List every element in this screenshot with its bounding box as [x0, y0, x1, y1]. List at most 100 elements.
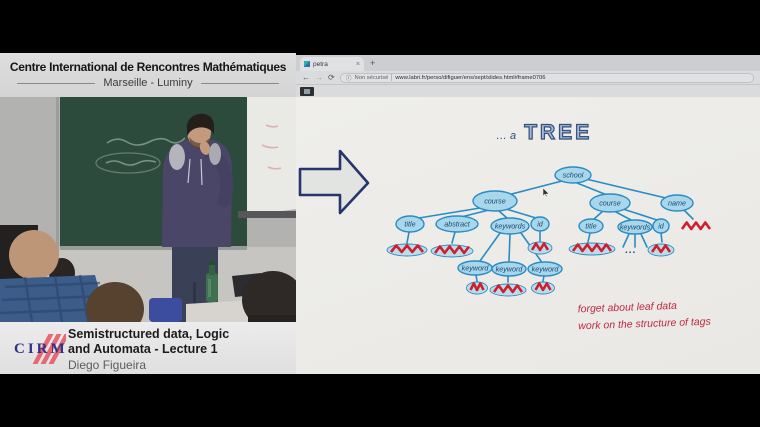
lecture-title-line2: and Automata - Lecture 1 — [68, 342, 218, 356]
cirm-logo: CIRM — [14, 334, 66, 364]
slide-title-word: TREE — [524, 120, 593, 144]
tree-edge — [475, 274, 478, 282]
tree-edge — [622, 233, 630, 248]
tree-node-keyword — [527, 261, 563, 277]
tree-node-keywords — [617, 219, 653, 235]
tree-node-id — [530, 216, 550, 232]
leaf-data-scribble — [530, 242, 550, 252]
tab-title: petra — [313, 60, 328, 68]
hood-drawstrings — [187, 158, 203, 186]
tree-edge — [683, 209, 694, 220]
classroom-scene — [0, 97, 296, 322]
chalk-circle — [95, 152, 161, 174]
tree-node-id — [652, 218, 670, 234]
tree-node-label: school — [563, 171, 584, 180]
new-tab-button[interactable]: + — [370, 58, 376, 68]
audience-right-shoulder — [248, 315, 296, 322]
projected-slide-smudge — [261, 124, 282, 170]
cirm-header-band: Centre International de Rencontres Mathé… — [0, 53, 296, 97]
tree-edge — [508, 233, 511, 262]
water-bottle — [206, 261, 218, 302]
institution-subtitle: Marseille - Luminy — [103, 77, 193, 89]
extension-icon[interactable] — [300, 86, 314, 96]
address-separator — [391, 74, 393, 81]
leaf-data-scribble — [571, 243, 613, 253]
tree-node-abstract — [435, 215, 479, 233]
tree-node-label: keyword — [462, 264, 490, 273]
audience — [0, 225, 296, 322]
address-bar[interactable]: ⓘ Non sécurisé www.labri.fr/perso/difigu… — [339, 72, 754, 83]
forward-button[interactable]: → — [315, 72, 323, 82]
tree-node-label: abstract — [444, 220, 471, 229]
tree-node-label: name — [668, 199, 686, 208]
tree-edge — [615, 211, 632, 221]
tree-node-label: keywords — [495, 222, 526, 231]
institution-subtitle-row: Marseille - Luminy — [0, 77, 296, 89]
security-label: Non sécurisé — [354, 74, 389, 81]
lecturer-hair — [186, 113, 214, 137]
red-annotation: forget about leaf data work on the struc… — [577, 297, 711, 336]
tree-node-label: course — [484, 197, 506, 206]
tree-node-label: id — [658, 222, 665, 231]
lecture-speaker: Diego Figueira — [68, 358, 147, 372]
leaf-data-scribble — [469, 282, 485, 292]
browser-window: petra × + ← → ⟳ ⓘ Non sécurisé www.labri… — [296, 55, 760, 374]
hood-lining-left — [169, 144, 185, 170]
tree-node-label: id — [537, 220, 544, 229]
tab-close-icon[interactable]: × — [355, 60, 360, 68]
tree-edge — [479, 232, 501, 262]
chalk-scribble-url — [106, 137, 186, 146]
lecturer-hand — [199, 141, 211, 155]
mouse-cursor-icon — [542, 188, 550, 198]
browser-toolbar-row — [296, 85, 760, 97]
wall-corner — [56, 97, 59, 252]
tree-edge — [640, 233, 648, 248]
lecture-meta: Semistructured data, Logic and Automata … — [68, 327, 229, 372]
hood-lining-right — [209, 143, 221, 165]
tree-edge — [576, 182, 608, 196]
browser-tabstrip: petra × + — [296, 55, 760, 71]
slide-title-prefix: … a — [496, 130, 517, 142]
tree-edge — [406, 231, 410, 244]
top-letterbox-bar — [0, 0, 760, 53]
tree-node-label: keyword — [496, 265, 524, 274]
tree-edge — [622, 208, 658, 221]
subtitle-rule-left — [17, 82, 96, 84]
lecture-info-band: CIRM Semistructured data, Logic and Auto… — [0, 322, 296, 374]
browser-navbar: ← → ⟳ ⓘ Non sécurisé www.labri.fr/perso/… — [296, 71, 760, 85]
reload-button[interactable]: ⟳ — [328, 72, 335, 82]
tree-node-title — [395, 215, 425, 233]
leaf-data-scribble — [680, 221, 712, 231]
tree-edge — [587, 232, 591, 243]
tree-node-name — [660, 194, 694, 212]
tree-node-label: keywords — [620, 223, 651, 232]
leaf-data-scribble — [389, 244, 425, 254]
leaf-data-scribble — [650, 244, 672, 254]
tab-favicon-icon — [304, 61, 310, 67]
leaf-data-scribble — [534, 282, 552, 292]
back-button[interactable]: ← — [302, 72, 310, 82]
transition-arrow-icon — [298, 149, 370, 215]
leaf-data-scribble — [433, 245, 471, 255]
tree-node-keyword — [491, 261, 527, 277]
tree-node-label: keyword — [532, 265, 560, 274]
tree-edge — [585, 178, 671, 200]
audience-right-head — [242, 271, 296, 322]
lecture-title-line1: Semistructured data, Logic — [68, 327, 230, 341]
subtitle-rule-right — [200, 82, 279, 84]
blue-chair — [149, 298, 182, 322]
audience-bald-head — [9, 230, 59, 280]
tree-edge — [660, 232, 663, 243]
browser-tab[interactable]: petra × — [300, 57, 364, 71]
chalk-tray — [60, 246, 247, 250]
screen-rail — [238, 211, 296, 218]
tree-edge — [498, 210, 508, 219]
plaid-pattern — [0, 274, 107, 322]
bottom-letterbox-bar — [0, 374, 760, 427]
cirm-logo-text: CIRM — [14, 341, 68, 357]
jeans-split — [193, 282, 196, 322]
tree-edge — [505, 208, 537, 219]
tree-node-keywords — [490, 217, 530, 235]
